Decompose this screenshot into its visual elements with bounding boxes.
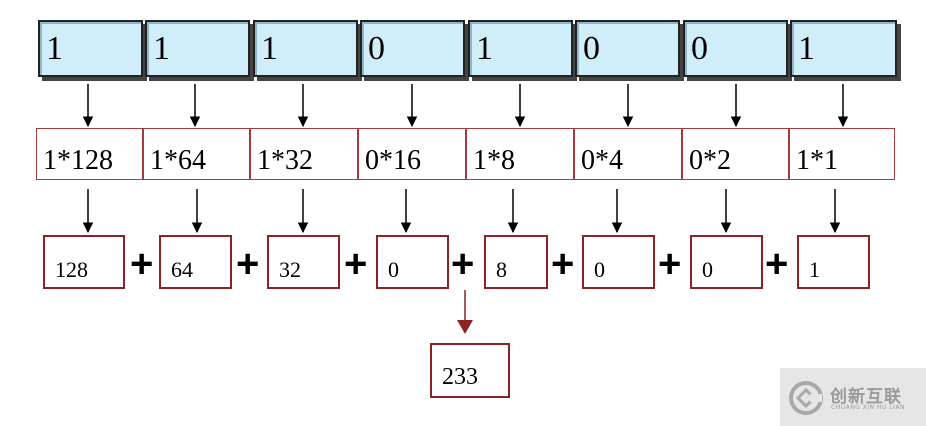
- bit-value: 0: [583, 30, 600, 67]
- weight-cell: 1*8: [466, 128, 574, 180]
- value-box: 32: [267, 235, 340, 289]
- value-label: 128: [55, 257, 88, 282]
- value-box: 1: [797, 235, 870, 289]
- bit-value: 0: [691, 30, 708, 67]
- value-box: 8: [484, 235, 548, 289]
- bit-value: 1: [798, 30, 815, 67]
- watermark-pinyin: CHUANG XIN HU LIAN: [831, 404, 906, 411]
- value-box: 0: [582, 235, 655, 289]
- value-box: 0: [376, 235, 449, 289]
- weight-cell: 1*64: [143, 128, 250, 180]
- bit-cell: 0: [683, 20, 788, 77]
- weight-label: 0*4: [581, 145, 623, 176]
- plus-sign: +: [344, 242, 368, 286]
- weight-label: 1*8: [473, 145, 515, 176]
- bit-cell: 0: [575, 20, 680, 77]
- plus-sign: +: [765, 242, 789, 286]
- weight-label: 1*64: [150, 145, 206, 176]
- watermark: 创新互联 CHUANG XIN HU LIAN: [780, 368, 926, 426]
- value-label: 0: [702, 257, 713, 282]
- weight-label: 1*32: [257, 145, 313, 176]
- weight-label: 1*1: [796, 145, 838, 176]
- bit-cell: 1: [145, 20, 250, 77]
- bit-cell: 1: [253, 20, 358, 77]
- result-value: 233: [442, 364, 478, 390]
- logo-icon: [789, 381, 823, 415]
- weight-cell: 1*128: [36, 128, 143, 180]
- plus-sign: +: [451, 242, 475, 286]
- plus-sign: +: [658, 242, 682, 286]
- weight-label: 0*16: [365, 145, 421, 176]
- value-label: 1: [809, 257, 820, 282]
- value-box: 64: [159, 235, 232, 289]
- watermark-name: 创新互联: [830, 387, 902, 407]
- value-label: 64: [171, 257, 193, 282]
- bit-value: 1: [261, 30, 278, 67]
- value-label: 8: [496, 257, 507, 282]
- weight-cell: 1*1: [789, 128, 895, 180]
- bit-value: 0: [368, 30, 385, 67]
- value-label: 0: [594, 257, 605, 282]
- bit-value: 1: [153, 30, 170, 67]
- value-box: 0: [690, 235, 763, 289]
- bit-cell: 1: [790, 20, 897, 77]
- value-label: 32: [279, 257, 301, 282]
- plus-sign: +: [236, 242, 260, 286]
- bit-value: 1: [476, 30, 493, 67]
- plus-sign: +: [130, 242, 154, 286]
- weight-label: 0*2: [689, 145, 731, 176]
- weight-label: 1*128: [43, 145, 113, 176]
- bit-value: 1: [46, 30, 63, 67]
- value-label: 0: [388, 257, 399, 282]
- weight-cell: 1*32: [250, 128, 358, 180]
- weight-cell: 0*16: [358, 128, 466, 180]
- bit-cell: 1: [468, 20, 573, 77]
- value-box: 128: [43, 235, 125, 289]
- bit-cell: 0: [360, 20, 465, 77]
- result-box: 233: [430, 343, 510, 398]
- weight-cell: 0*2: [682, 128, 789, 180]
- weight-cell: 0*4: [574, 128, 682, 180]
- plus-sign: +: [551, 242, 575, 286]
- sum-arrow-head: [457, 320, 473, 334]
- bit-cell: 1: [38, 20, 143, 77]
